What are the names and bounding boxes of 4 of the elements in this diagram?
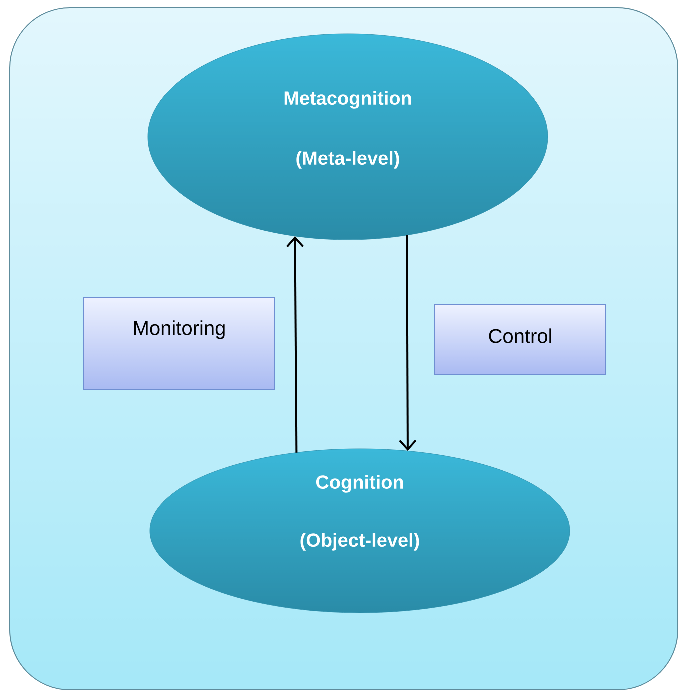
label-box: Monitoring xyxy=(84,298,276,390)
label-box: Control xyxy=(434,304,606,376)
arrow xyxy=(399,235,417,452)
arrow xyxy=(286,236,304,453)
